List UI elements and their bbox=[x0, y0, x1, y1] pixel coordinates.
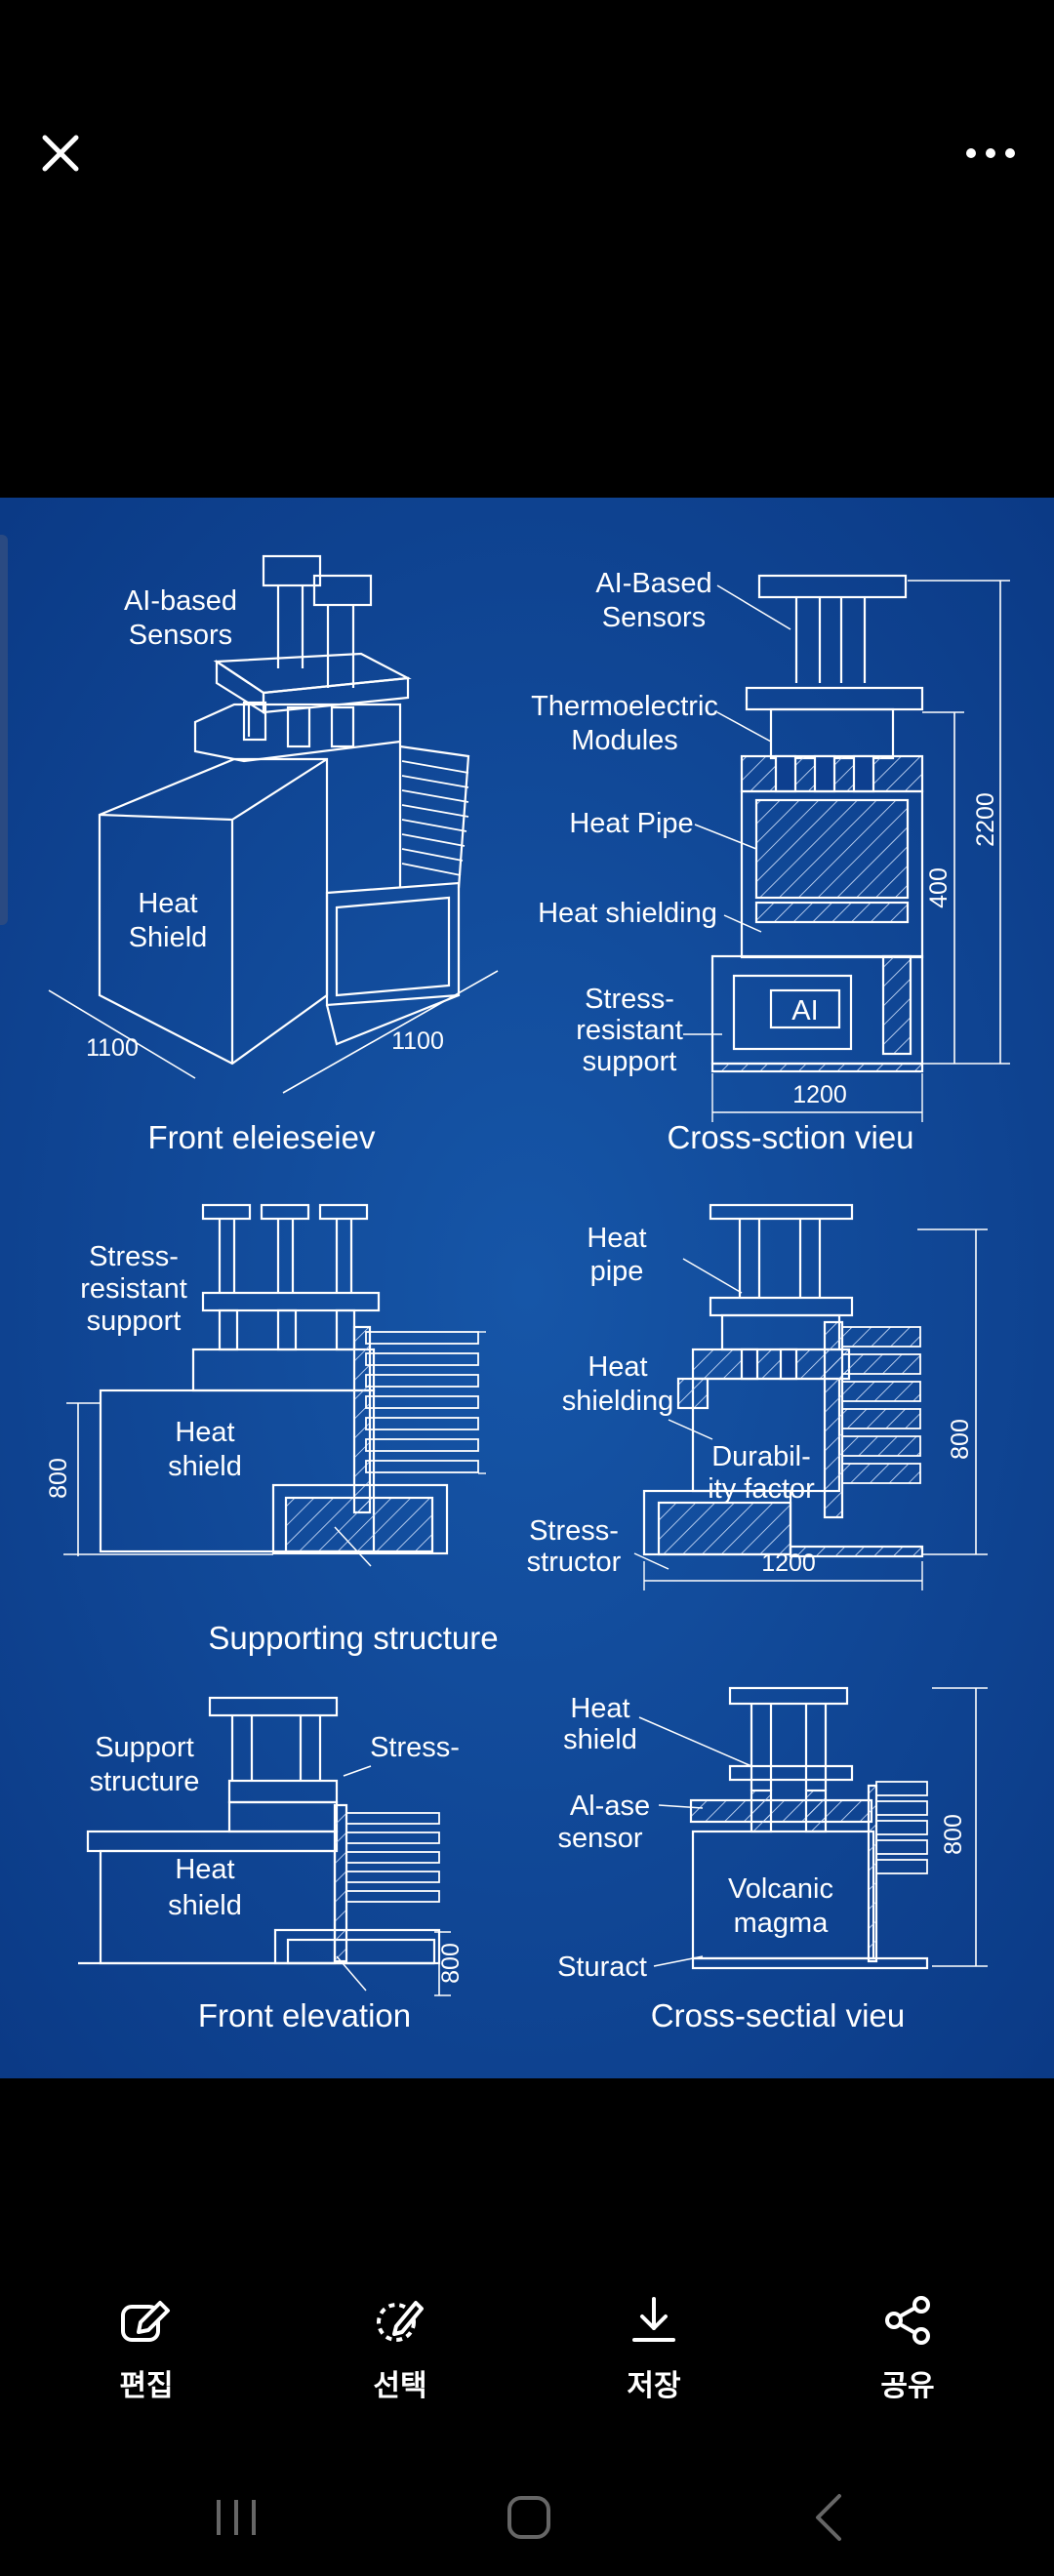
back-button[interactable] bbox=[769, 2478, 886, 2556]
home-icon bbox=[507, 2496, 550, 2539]
dim-1200-mid: 1200 bbox=[761, 1550, 816, 1577]
svg-text:structor: structor bbox=[527, 1547, 622, 1578]
dim-400: 400 bbox=[925, 867, 953, 908]
save-label: 저장 bbox=[627, 2369, 681, 2403]
label-sturact: Sturact bbox=[557, 1952, 647, 1983]
svg-text:support: support bbox=[583, 1046, 677, 1077]
dim-800-mid: 800 bbox=[45, 1458, 72, 1499]
dim-2200: 2200 bbox=[972, 792, 999, 847]
label-thermoelectric-modules: Thermoelectric bbox=[531, 691, 718, 722]
dim-800-bottom: 800 bbox=[437, 1943, 465, 1984]
label-heat-pipe: Heat Pipe bbox=[569, 808, 693, 839]
dim-1100-right: 1100 bbox=[391, 1027, 444, 1055]
durability-drawing bbox=[633, 1203, 988, 1590]
svg-text:shield: shield bbox=[563, 1724, 637, 1755]
edit-icon bbox=[121, 2301, 170, 2342]
system-nav-bar bbox=[0, 2459, 1054, 2576]
dim-800-durability: 800 bbox=[947, 1419, 974, 1460]
share-icon bbox=[885, 2296, 930, 2345]
label-stress-dash: Stress- bbox=[370, 1732, 460, 1763]
svg-text:shielding: shielding bbox=[562, 1386, 673, 1417]
svg-text:sensor: sensor bbox=[557, 1823, 642, 1854]
front-elevation-drawing bbox=[78, 1696, 451, 1996]
label-heat-shielding-mid: Heat bbox=[588, 1351, 647, 1383]
caption-cross-sction: Cross-sction vieu bbox=[667, 1119, 913, 1155]
caption-supporting-structure: Supporting structure bbox=[208, 1620, 498, 1656]
cross-sectial-drawing bbox=[638, 1686, 988, 1970]
svg-text:shield: shield bbox=[168, 1451, 242, 1482]
select-button[interactable]: 선택 bbox=[332, 2293, 468, 2430]
recent-apps-icon bbox=[217, 2500, 256, 2535]
svg-text:pipe: pipe bbox=[590, 1256, 644, 1287]
label-ai-box: AI bbox=[791, 995, 818, 1026]
label-stress-resistant: Stress- bbox=[585, 984, 674, 1015]
share-button[interactable]: 공유 bbox=[839, 2293, 976, 2430]
select-icon bbox=[377, 2301, 424, 2342]
svg-text:support: support bbox=[87, 1306, 182, 1337]
edit-label: 편집 bbox=[119, 2369, 174, 2403]
svg-text:Sensors: Sensors bbox=[602, 602, 706, 633]
bottom-action-bar: 편집 선택 저장 공유 bbox=[0, 2234, 1054, 2449]
edge-panel-handle[interactable] bbox=[0, 535, 8, 925]
svg-text:Shield: Shield bbox=[129, 922, 208, 953]
dim-800-bottom-right: 800 bbox=[940, 1814, 967, 1855]
svg-text:structure: structure bbox=[90, 1766, 200, 1797]
blueprint-labels: AI-based Sensors Heat Shield 1100 1100 F… bbox=[45, 568, 999, 2033]
caption-front-eleieseiev: Front eleieseiev bbox=[148, 1119, 376, 1155]
svg-text:Sensors: Sensors bbox=[129, 620, 232, 651]
svg-text:resistant: resistant bbox=[80, 1273, 187, 1305]
caption-front-elevation: Front elevation bbox=[198, 1997, 411, 2033]
edit-button[interactable]: 편집 bbox=[78, 2293, 215, 2430]
recent-apps-button[interactable] bbox=[178, 2478, 295, 2556]
label-heat-shield-bottom-right: Heat bbox=[570, 1693, 629, 1724]
label-durability: Durabil- bbox=[711, 1441, 811, 1472]
label-heat-shield: Heat bbox=[138, 888, 197, 919]
close-icon bbox=[42, 135, 79, 172]
label-ai-sensors: AI-based bbox=[124, 585, 237, 617]
label-stress-support: Stress- bbox=[89, 1241, 179, 1272]
svg-text:ity factor: ity factor bbox=[708, 1473, 815, 1505]
dim-1100-left: 1100 bbox=[86, 1034, 139, 1062]
label-stress-structor: Stress- bbox=[529, 1515, 619, 1547]
supporting-structure-drawing bbox=[63, 1203, 486, 1567]
blueprint-image: AI-based Sensors Heat Shield 1100 1100 F… bbox=[0, 498, 1054, 2078]
dim-1200-top: 1200 bbox=[792, 1081, 847, 1108]
back-icon bbox=[816, 2494, 841, 2541]
more-options-button[interactable] bbox=[952, 122, 1030, 184]
save-button[interactable]: 저장 bbox=[586, 2293, 722, 2430]
front-eleva-drawing bbox=[48, 554, 499, 1094]
top-bar bbox=[0, 0, 1054, 293]
caption-cross-sectial: Cross-sectial vieu bbox=[651, 1997, 905, 2033]
label-heat-shield-mid: Heat bbox=[175, 1417, 234, 1448]
close-button[interactable] bbox=[29, 122, 92, 184]
label-heat-pipe-mid: Heat bbox=[587, 1223, 646, 1254]
svg-text:Modules: Modules bbox=[571, 725, 678, 756]
label-ai-based-sensors: AI-Based bbox=[595, 568, 711, 599]
label-heat-shielding: Heat shielding bbox=[538, 898, 717, 929]
svg-text:shield: shield bbox=[168, 1890, 242, 1921]
label-heat-shield-bottom: Heat bbox=[175, 1854, 234, 1885]
label-ai-ase-sensor: Al-ase bbox=[570, 1791, 650, 1822]
cross-section-drawing bbox=[683, 574, 1010, 1122]
download-icon bbox=[632, 2297, 675, 2342]
image-viewer[interactable]: AI-based Sensors Heat Shield 1100 1100 F… bbox=[0, 498, 1054, 2078]
home-button[interactable] bbox=[470, 2478, 588, 2556]
label-support-structure: Support bbox=[95, 1732, 194, 1763]
more-icon bbox=[966, 148, 1015, 158]
share-label: 공유 bbox=[880, 2369, 935, 2403]
svg-text:resistant: resistant bbox=[576, 1015, 683, 1046]
svg-text:magma: magma bbox=[734, 1908, 830, 1939]
label-volcanic-magma: Volcanic bbox=[728, 1873, 833, 1905]
select-label: 선택 bbox=[373, 2369, 427, 2403]
